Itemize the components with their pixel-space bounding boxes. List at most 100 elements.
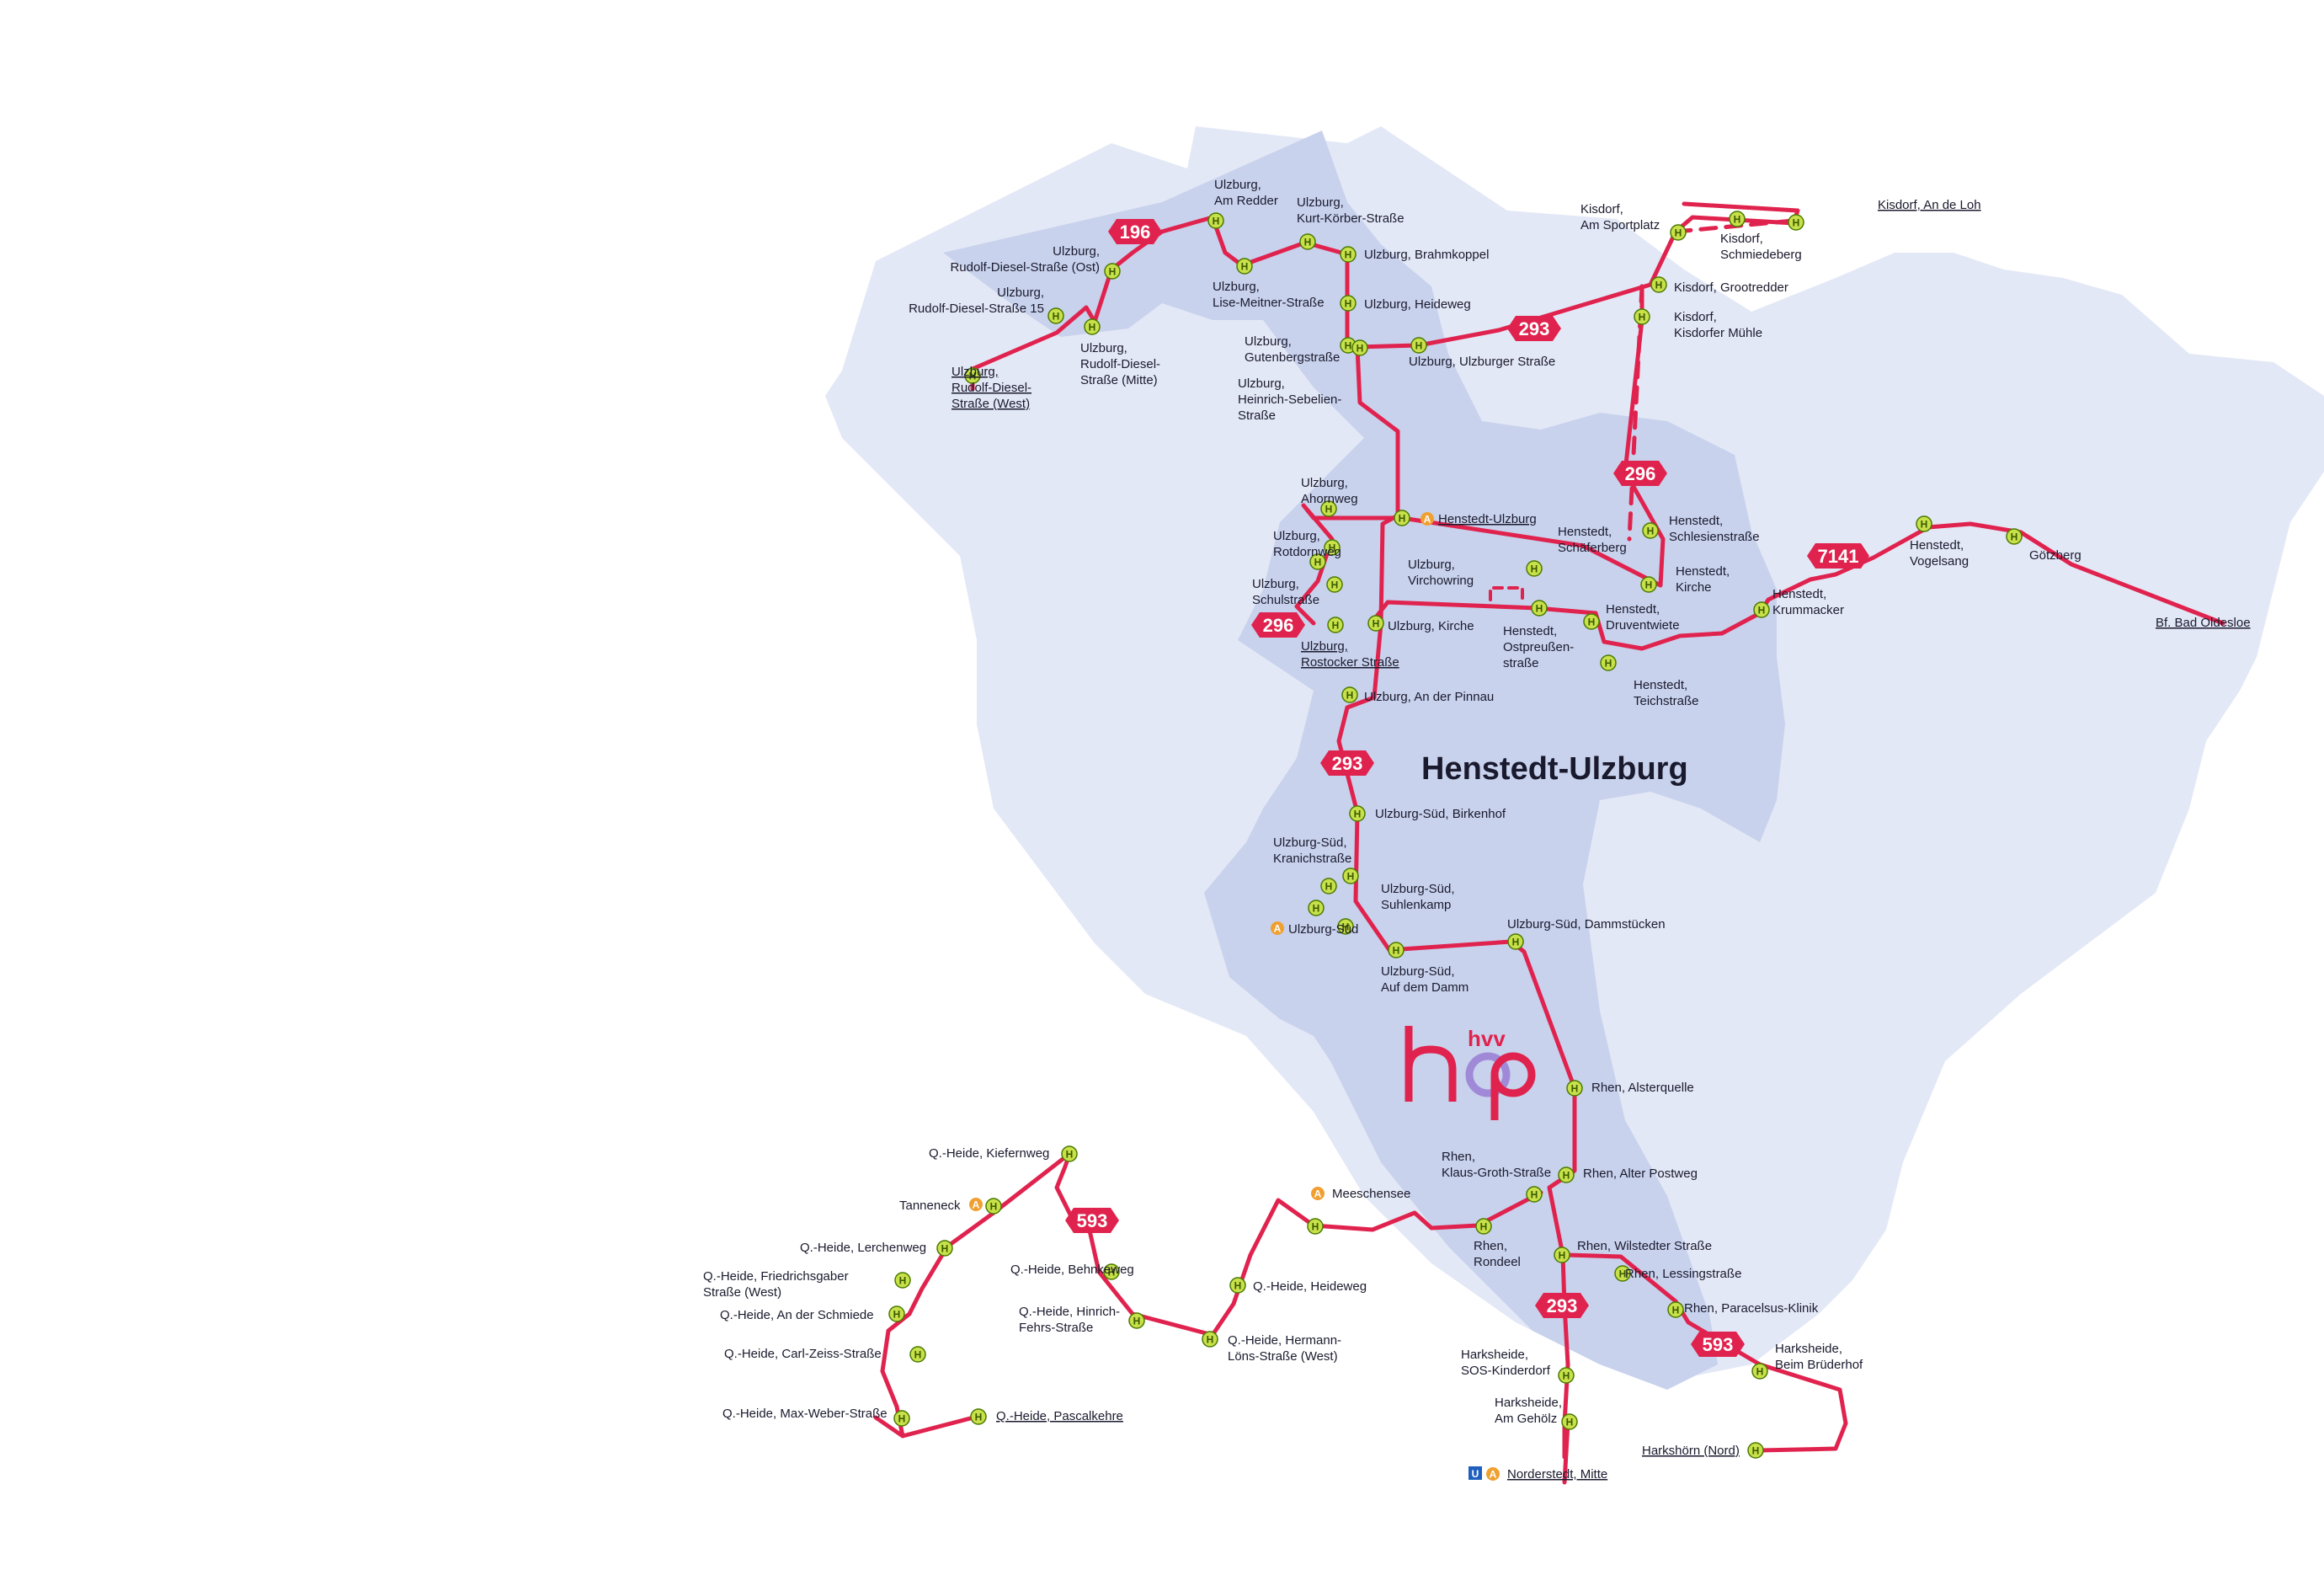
bus-stop-symbol: H [1605,658,1612,670]
bus-stop-icon [1340,246,1357,263]
akn-station-icon-ulzburg-sued-shape [1271,921,1284,935]
stop-label-uz-ahornweg: Ulzburg,Ahornweg [1301,476,1358,506]
stop-label-qh-kiefernweg: Q.-Heide, Kiefernweg [929,1146,1049,1161]
bus-stop-symbol: H [1415,340,1423,352]
badge-296-north-label: 296 [1625,463,1656,484]
badge-293-south-shape [1535,1293,1589,1318]
akn-station-icon-meeschensee-symbol: A [1314,1188,1322,1200]
bus-stop-symbol: H [1066,1149,1074,1161]
stop-label-qh-max-weber: Q.-Heide, Max-Weber-Straße [722,1407,887,1421]
stop-label-he-schlesienstr: Henstedt,Schlesienstraße [1669,514,1760,544]
stop-label-uzs-birkenhof: Ulzburg-Süd, Birkenhof [1375,807,1506,821]
bus-stop-symbol: H [1639,312,1646,323]
bus-stop-icon [1634,308,1650,325]
bus-stop-symbol: H [1566,1417,1574,1428]
stop-label-qh-behnkeweg: Q.-Heide, Behnkeweg [1010,1263,1134,1277]
akn-station-icon-norderstedt-shape [1486,1467,1500,1481]
bus-stop-icon [1207,212,1224,229]
akn-station-icon-tanneneck-shape [969,1198,983,1211]
bus-stop-icon [1640,576,1657,593]
stop-label-meeschensee: Meeschensee [1332,1187,1410,1201]
bus-stop: H [1554,1247,1570,1263]
route-293-arrow [1562,1421,1570,1485]
ubahn-station-icon-symbol: U [1472,1468,1479,1480]
bus-stop-symbol: H [1645,579,1653,591]
bus-stop: H [1320,500,1337,517]
bus-stop-icon [1103,1263,1120,1280]
stop-label-he-teichstrasse: Henstedt,Teichstraße [1634,678,1699,708]
badge-593-west-label: 593 [1077,1210,1108,1231]
bus-stop: H [1566,1080,1583,1097]
bus-stop: H [1308,900,1325,916]
hop-logo: hvv hop [1405,1026,1536,1120]
bus-stop: H [1729,211,1746,227]
stop-label-goetzberg: Götzberg [2029,548,2081,563]
town-label: Henstedt-Ulzburg [1421,751,1688,787]
badge-593-east-shape [1691,1332,1745,1357]
bus-stop-symbol: H [1133,1316,1141,1327]
stop-label-norderstedt: Norderstedt, Mitte [1507,1467,1607,1482]
bus-stop-icon [970,1408,987,1425]
bus-stop-symbol: H [1563,1170,1570,1182]
bus-stop: H [1558,1167,1575,1183]
bus-stop-icon [1670,224,1687,241]
stop-label-uz-lise-meitner: Ulzburg,Lise-Meitner-Straße [1213,280,1325,310]
badge-293-south: 293 [1535,1293,1589,1318]
bus-stop-icon [893,1410,910,1427]
bus-stop-symbol: H [1647,526,1655,537]
bus-stop-icon [1202,1331,1218,1348]
bus-stop-icon [1342,868,1359,884]
bus-stop-symbol: H [1373,618,1380,630]
stop-label-uz-rds-mitte: Ulzburg,Rudolf-Diesel-Straße (Mitte) [1080,341,1160,387]
bus-stop-symbol: H [1325,504,1333,515]
bus-stop-symbol: H [1793,217,1800,229]
bus-stop-symbol: H [1109,266,1117,278]
bus-stop-symbol: H [1752,1445,1760,1457]
bus-stop: H [936,1240,953,1257]
bus-stop-icon [1324,539,1341,556]
bus-stop: H [964,367,981,384]
logo-brand: hvv [1468,1026,1506,1051]
stop-label-qh-schmiede: Q.-Heide, An der Schmiede [720,1308,874,1322]
stop-label-uz-rds-ost: Ulzburg,Rudolf-Diesel-Straße (Ost) [950,244,1100,275]
bus-stop-icon [1916,515,1932,532]
bus-stop-icon [1327,617,1344,633]
bus-stop-symbol: H [1588,617,1596,628]
bus-stop-icon [936,1240,953,1257]
bus-stop: H [1670,224,1687,241]
stop-label-uz-kurt-koerber: Ulzburg,Kurt-Körber-Straße [1297,195,1405,226]
bus-stop-icon [1558,1167,1575,1183]
bus-stop-icon [1104,263,1121,280]
route-7141-line [1534,521,2225,651]
akn-station-icon-ulzburg-sued: A [1271,921,1284,935]
stop-label-uz-rds-15: Ulzburg,Rudolf-Diesel-Straße 15 [909,286,1044,316]
bus-stop-icon [1320,500,1337,517]
bus-stop-symbol: H [1399,513,1406,525]
bus-stop-symbol: H [1571,1083,1579,1095]
bus-stop-icon [1558,1367,1575,1384]
bus-stop: H [894,1272,911,1289]
stop-label-rhen-alsterquelle: Rhen, Alsterquelle [1591,1081,1694,1095]
stop-label-uz-rotdornweg: Ulzburg,Rotdornweg [1273,529,1341,559]
bus-stop: H [1507,933,1524,950]
bus-stop-icon [1600,654,1617,671]
bus-stop-symbol: H [990,1201,998,1213]
bus-stop-symbol: H [1108,1267,1116,1279]
bus-stop-symbol: H [1234,1280,1242,1292]
bus-stop-symbol: H [1213,216,1220,227]
bus-stop-symbol: H [893,1309,901,1321]
stop-label-uz-heideweg: Ulzburg, Heideweg [1364,297,1471,312]
bus-stop-symbol: H [1241,261,1249,273]
bus-stop-icon [1388,942,1405,958]
bus-stop-icon [1650,276,1667,293]
bus-stop-symbol: H [1346,690,1354,702]
bus-stop-symbol: H [1314,557,1322,569]
stop-label-uz-kirche: Ulzburg, Kirche [1388,619,1474,633]
bus-stop: H [1558,1367,1575,1384]
bus-stop-symbol: H [1480,1221,1488,1233]
stop-label-he-ostpreussen: Henstedt,Ostpreußen-straße [1503,624,1574,670]
bus-stop: H [1788,214,1804,231]
badge-296-west: 296 [1251,612,1305,638]
